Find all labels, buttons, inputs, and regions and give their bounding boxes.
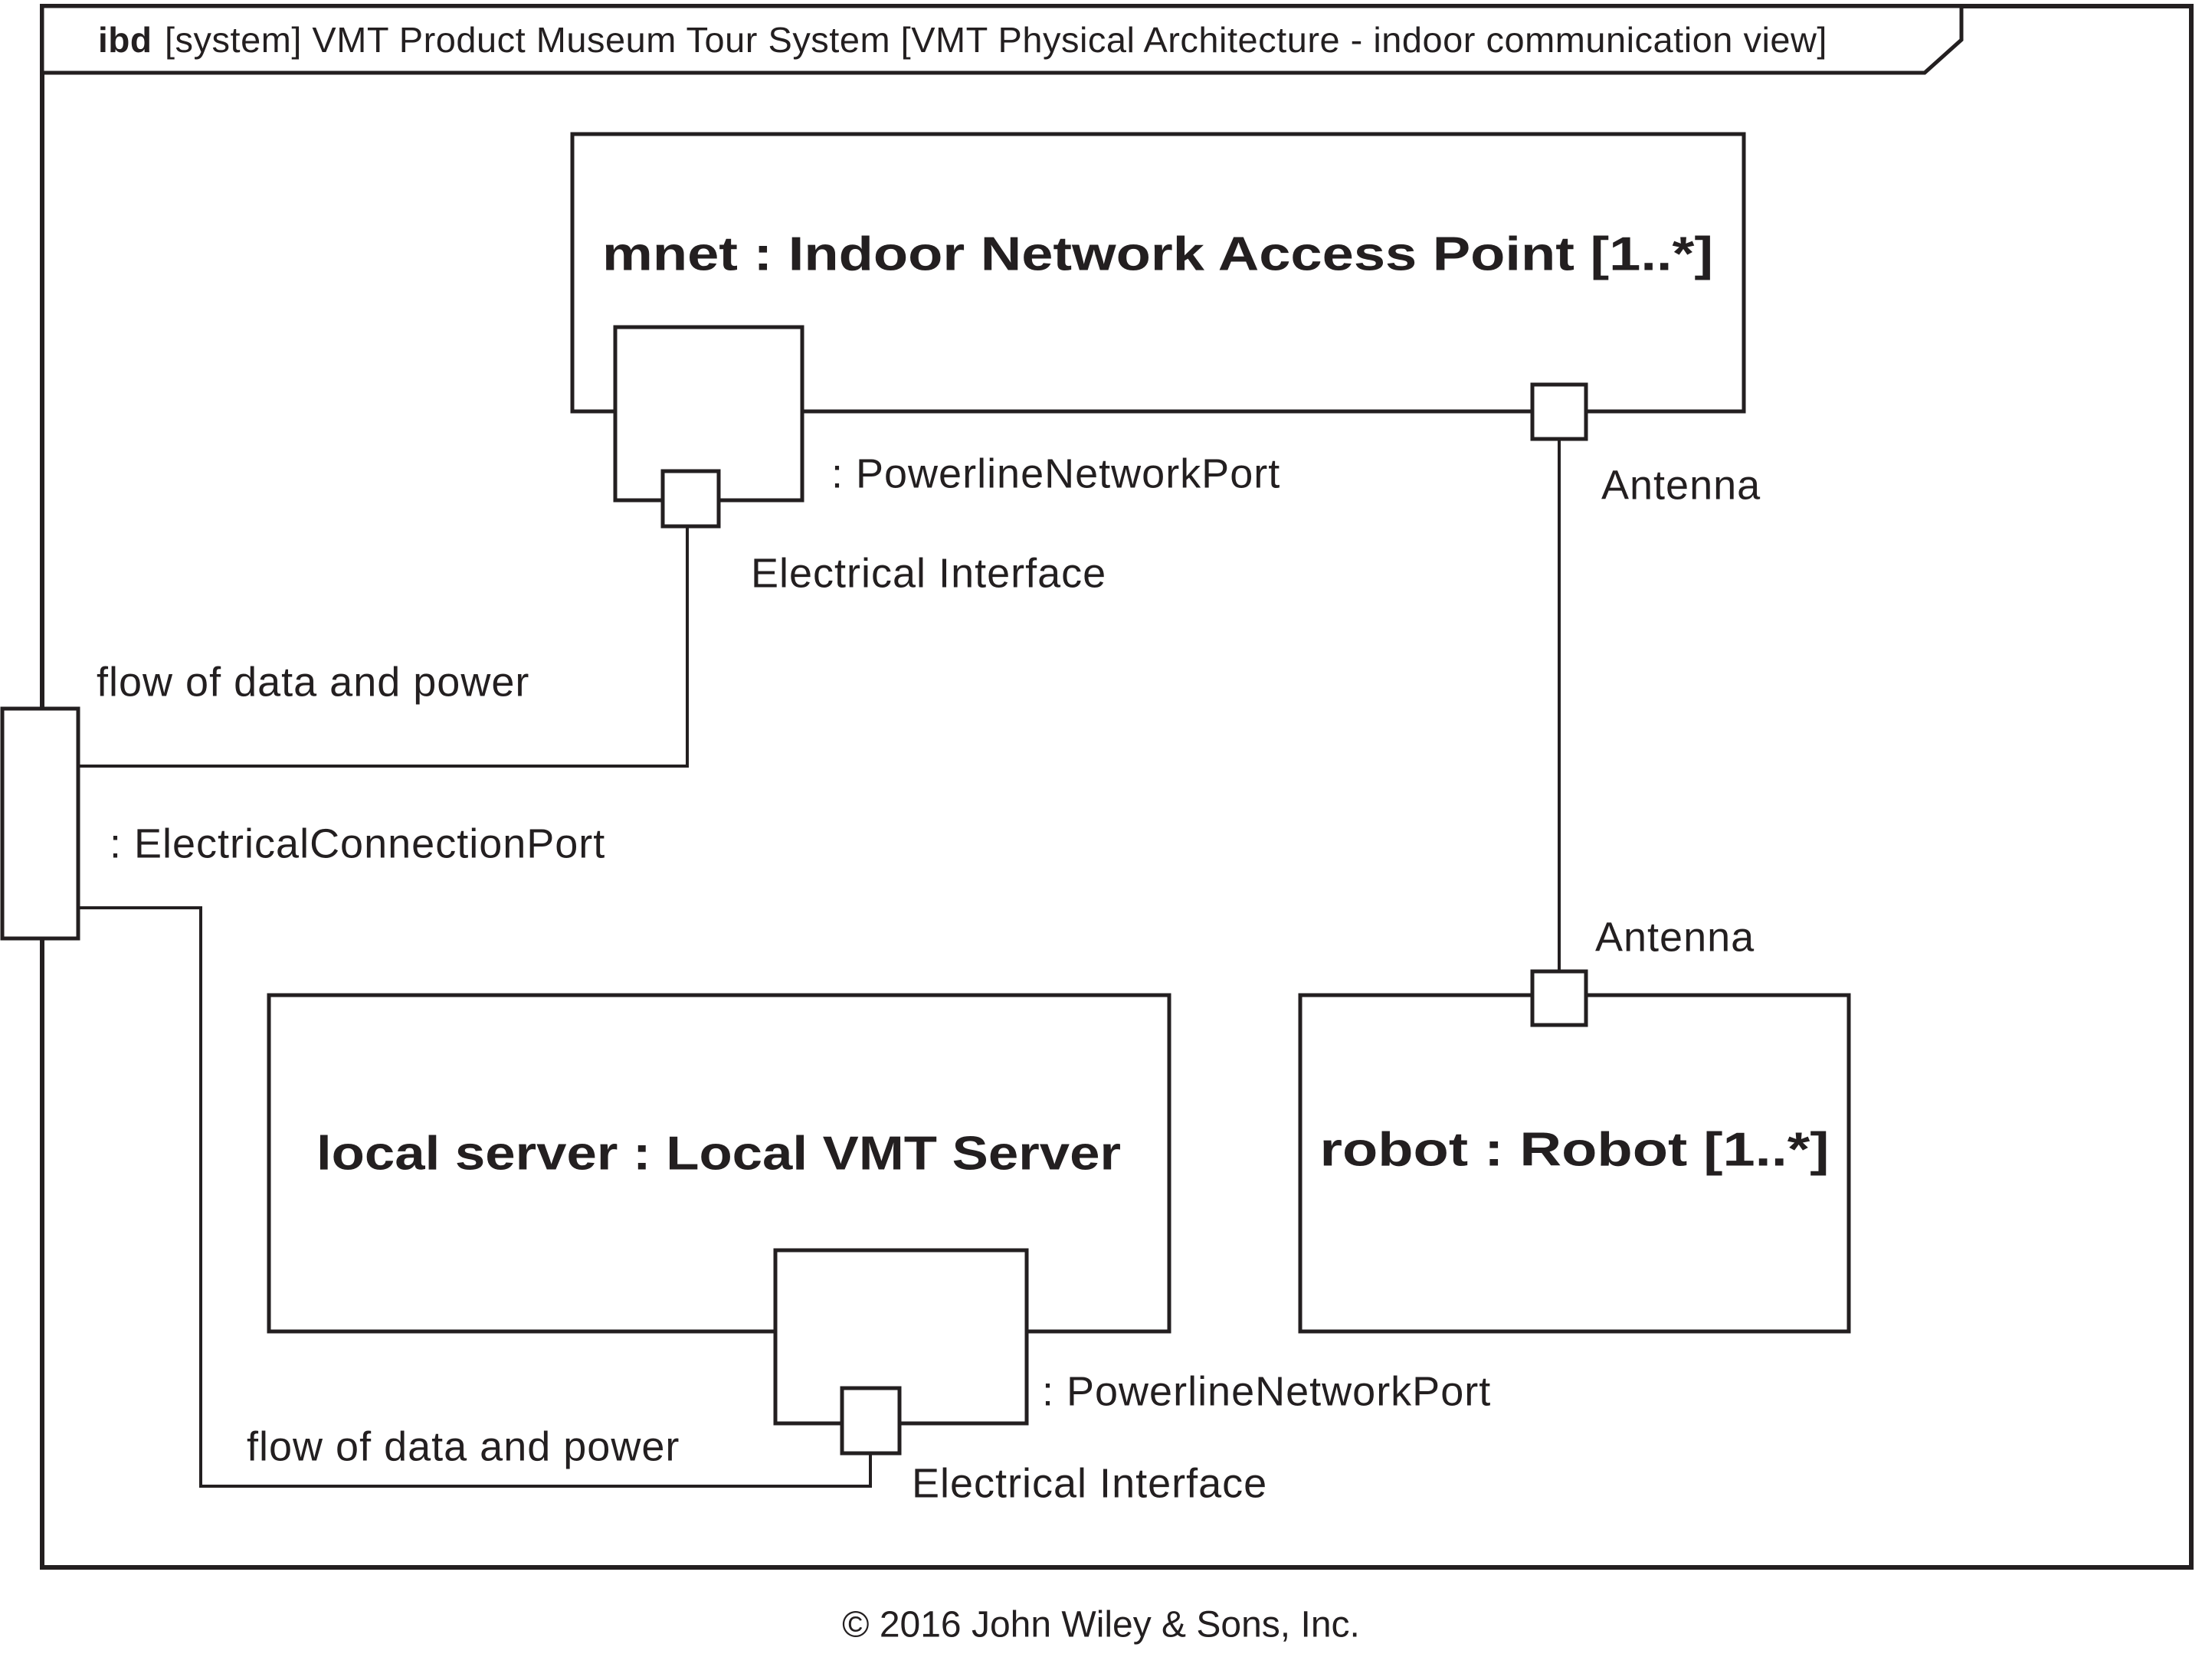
port-robot-antenna: [1530, 969, 1588, 1027]
frame-kind-keyword: ibd: [98, 20, 152, 60]
block-robot-title: robot : Robot [1..*]: [1320, 1123, 1830, 1176]
label-powerline-port-top: : PowerlineNetworkPort: [831, 450, 1280, 496]
label-flow-bottom: flow of data and power: [247, 1423, 680, 1469]
connector-flow-top: [78, 498, 689, 768]
port-mnet-antenna: [1530, 382, 1588, 441]
label-electrical-interface-bottom: Electrical Interface: [912, 1460, 1267, 1506]
label-antenna-top: Antenna: [1601, 462, 1761, 508]
label-flow-top: flow of data and power: [97, 659, 529, 705]
block-mnet-title: mnet : Indoor Network Access Point [1..*…: [602, 228, 1713, 280]
frame-title: [system] VMT Product Museum Tour System …: [165, 20, 1827, 60]
connector-flow-bottom: [78, 906, 872, 1488]
block-local-server-title: local server : Local VMT Server: [316, 1127, 1121, 1180]
frame-name-tab: [40, 4, 1964, 75]
port-local-server-electrical-interface: [840, 1386, 902, 1456]
block-robot: [1298, 993, 1851, 1334]
label-electrical-interface-top: Electrical Interface: [751, 550, 1106, 596]
label-powerline-port-bottom: : PowerlineNetworkPort: [1042, 1368, 1491, 1414]
label-antenna-bottom: Antenna: [1595, 914, 1755, 960]
label-electrical-connection-port: : ElectricalConnectionPort: [110, 820, 605, 866]
port-electrical-connection: [0, 706, 80, 941]
port-mnet-electrical-interface: [660, 469, 721, 529]
copyright-text: © 2016 John Wiley & Sons, Inc.: [842, 1605, 1360, 1646]
